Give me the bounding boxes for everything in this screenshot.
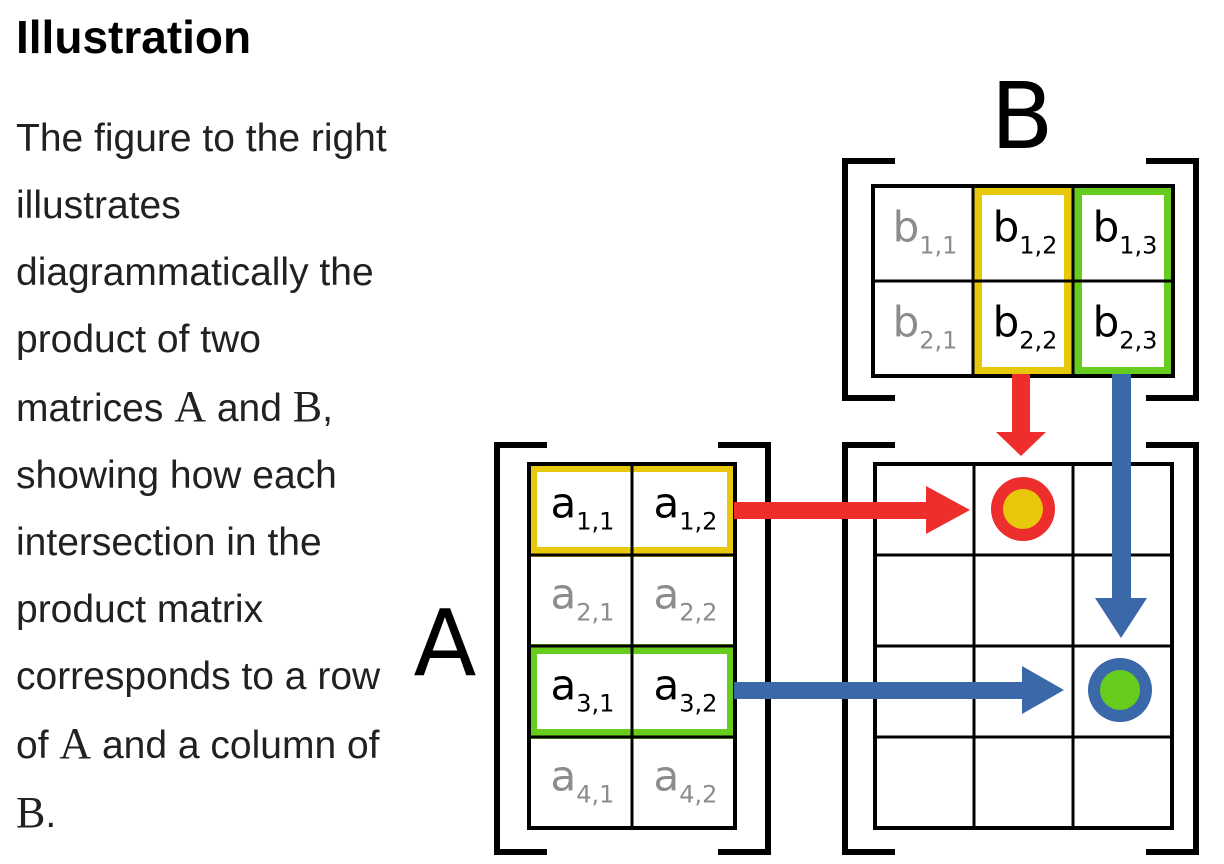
matrix-b-right-bracket (1146, 158, 1199, 401)
section-heading: Illustration (16, 11, 252, 63)
matrix-a-cell: a2,2 (654, 570, 718, 627)
math-symbol-a: A (174, 382, 206, 431)
description-paragraph: The figure to the right illustrates diag… (16, 105, 396, 848)
matrix-a-right-bracket (718, 442, 771, 855)
matrix-a-cell: a4,1 (551, 752, 615, 809)
column-3-arrow-head (1095, 598, 1147, 638)
matrix-a-cell: a4,2 (654, 752, 718, 809)
matrix-a-cell: a3,1 (551, 661, 615, 718)
matrix-a-label: A (414, 590, 477, 697)
matrix-grids (527, 184, 1175, 830)
column-3-arrow-shaft (1112, 374, 1131, 600)
paragraph-text: and (205, 387, 293, 430)
matrix-b-cell: b2,1 (893, 298, 958, 355)
matrix-b-cell: b1,1 (893, 203, 958, 260)
product-matrix-left-bracket (842, 442, 895, 855)
row-1-arrow-head (926, 486, 970, 534)
row-3-arrow-head (1022, 666, 1064, 714)
matrix-b-cell: b1,2 (993, 203, 1058, 260)
math-symbol-b: B (292, 382, 323, 431)
result-markers (991, 477, 1152, 722)
matrix-b-cell: b1,3 (1093, 203, 1158, 260)
row-3-arrow-shaft (734, 682, 1024, 699)
column-2-arrow-shaft (1012, 374, 1030, 434)
product-matrix-right-bracket (1146, 442, 1199, 855)
matrix-labels: AB (414, 63, 1054, 697)
paragraph-text: . (45, 793, 57, 836)
matrix-b-cell: b2,3 (1093, 298, 1158, 355)
matrix-cells: a1,1 a1,2 a2,1 a2,2 a3,1 a3,2 a4,1 a4,2 b1,1 b1,2… (551, 203, 1158, 809)
math-symbol-a: A (59, 719, 92, 768)
row-1-arrow-shaft (734, 502, 928, 519)
matrix-brackets (494, 158, 1199, 855)
matrix-a-cell: a1,2 (654, 479, 718, 536)
math-symbol-b: B (16, 788, 46, 837)
matrix-a-cell: a3,2 (654, 661, 718, 718)
column-2-arrow-head (996, 432, 1046, 456)
matrix-a-cell: a1,1 (551, 479, 615, 536)
matrix-b-label: B (990, 63, 1053, 170)
result-1-2-dot (1003, 489, 1043, 529)
matrix-a-cell: a2,1 (551, 570, 615, 627)
paragraph-text: and a column of (91, 724, 380, 767)
matrix-b-cell: b2,2 (993, 298, 1058, 355)
paragraph-text: , showing how each intersection in the p… (16, 387, 381, 767)
arrows (734, 374, 1147, 714)
paragraph-text: The figure to the right illustrates diag… (16, 117, 387, 430)
matrix-a-left-bracket (494, 442, 547, 855)
matrix-b-left-bracket (842, 158, 895, 401)
result-3-3-dot (1100, 670, 1140, 710)
